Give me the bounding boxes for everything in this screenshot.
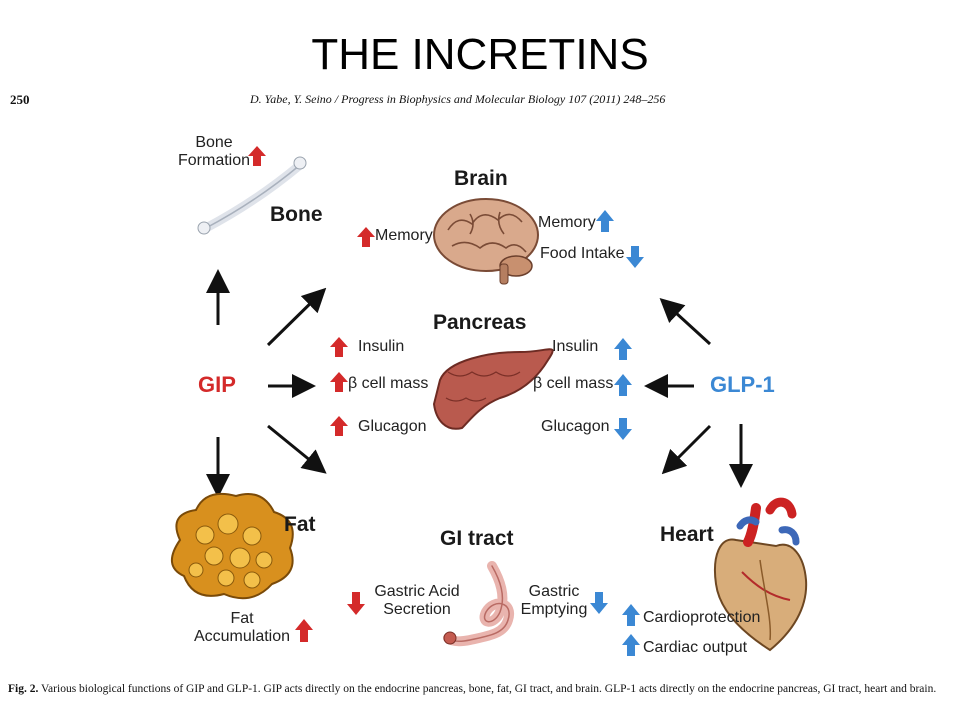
figure-caption: Fig. 2. Various biological functions of … — [8, 682, 952, 697]
organ-label-pancreas: Pancreas — [433, 311, 527, 334]
fat-accumulation-effect: Fat Accumulation — [186, 610, 298, 647]
gip-to-brain-arrow — [266, 287, 327, 347]
caption-label: Fig. 2. — [8, 683, 39, 695]
panc-gip-beta-cell-mass: β cell mass — [348, 375, 429, 392]
fat-accumulation-line1: Fat — [230, 610, 254, 627]
brain-memory-up-icon — [357, 227, 375, 247]
fat-image — [171, 492, 294, 600]
heart-cardiac-output: Cardiac output — [643, 639, 748, 656]
cardiac-output-up-icon — [622, 634, 640, 656]
pancreas-image — [432, 348, 554, 430]
glp1-to-gi-arrow — [661, 424, 712, 475]
organ-label-bone: Bone — [270, 203, 323, 226]
panc-gip-glucagon: Glucagon — [358, 418, 427, 435]
gastric-acid-line1: Gastric Acid — [374, 583, 460, 600]
panc-glp-beta-up-icon — [614, 374, 632, 396]
bone-image — [197, 156, 307, 235]
gip-arrows — [206, 269, 327, 498]
heart-image — [714, 497, 808, 652]
bone-formation-line1: Bone — [195, 134, 233, 151]
slide-title: THE INCRETINS — [311, 30, 649, 79]
glp1-to-brain-arrow — [659, 297, 712, 346]
caption-text: Various biological functions of GIP and … — [41, 683, 937, 695]
fat-accumulation-up-icon — [295, 619, 313, 642]
bone-formation-up-icon — [248, 146, 266, 166]
panc-gip-insulin: Insulin — [358, 338, 405, 355]
bone-formation-effect: Bone Formation — [168, 134, 260, 171]
brain-image — [433, 198, 539, 285]
glp1-arrows — [644, 297, 753, 488]
brain-glp-memory-up-icon — [596, 210, 614, 232]
panc-glp-insulin-up-icon — [614, 338, 632, 360]
bone-formation-line2: Formation — [177, 152, 251, 170]
food-intake-down-icon — [626, 246, 644, 268]
cardioprotection-up-icon — [622, 604, 640, 626]
gastric-emptying-line2: Emptying — [520, 601, 588, 619]
panc-glp-glucagon-down-icon — [614, 418, 632, 440]
panc-glp-glucagon: Glucagon — [541, 418, 610, 435]
brain-glp-food-intake: Food Intake — [540, 245, 625, 262]
gastric-emptying-effect: Gastric Emptying — [516, 583, 592, 620]
gastric-emptying-line1: Gastric — [528, 583, 580, 600]
panc-glucagon-up-icon — [330, 416, 348, 436]
glp1-label: GLP-1 — [710, 372, 775, 397]
gastric-acid-line2: Secretion — [383, 601, 451, 619]
panc-beta-up-icon — [330, 372, 348, 392]
panc-glp-beta-cell-mass: β cell mass — [533, 375, 614, 392]
gastric-emptying-down-icon — [590, 592, 608, 614]
gip-to-gi-arrow — [267, 424, 327, 474]
gastric-acid-down-icon — [347, 592, 365, 615]
gastric-acid-effect: Gastric Acid Secretion — [362, 583, 472, 620]
heart-cardioprotection: Cardioprotection — [643, 609, 761, 626]
panc-glp-insulin: Insulin — [552, 338, 599, 355]
organ-label-fat: Fat — [284, 513, 316, 536]
organ-label-brain: Brain — [454, 167, 508, 190]
gi-tract-image — [443, 561, 515, 647]
fat-accumulation-line2: Accumulation — [193, 628, 291, 646]
brain-gip-memory: Memory — [375, 227, 433, 244]
organ-label-heart: Heart — [660, 523, 714, 546]
organ-label-gi-tract: GI tract — [440, 527, 514, 550]
brain-glp-memory: Memory — [538, 214, 596, 231]
panc-insulin-up-icon — [330, 337, 348, 357]
indicator-arrows — [248, 146, 644, 656]
journal-citation: D. Yabe, Y. Seino / Progress in Biophysi… — [250, 92, 666, 106]
page-number: 250 — [10, 92, 30, 107]
gip-label: GIP — [198, 372, 236, 397]
